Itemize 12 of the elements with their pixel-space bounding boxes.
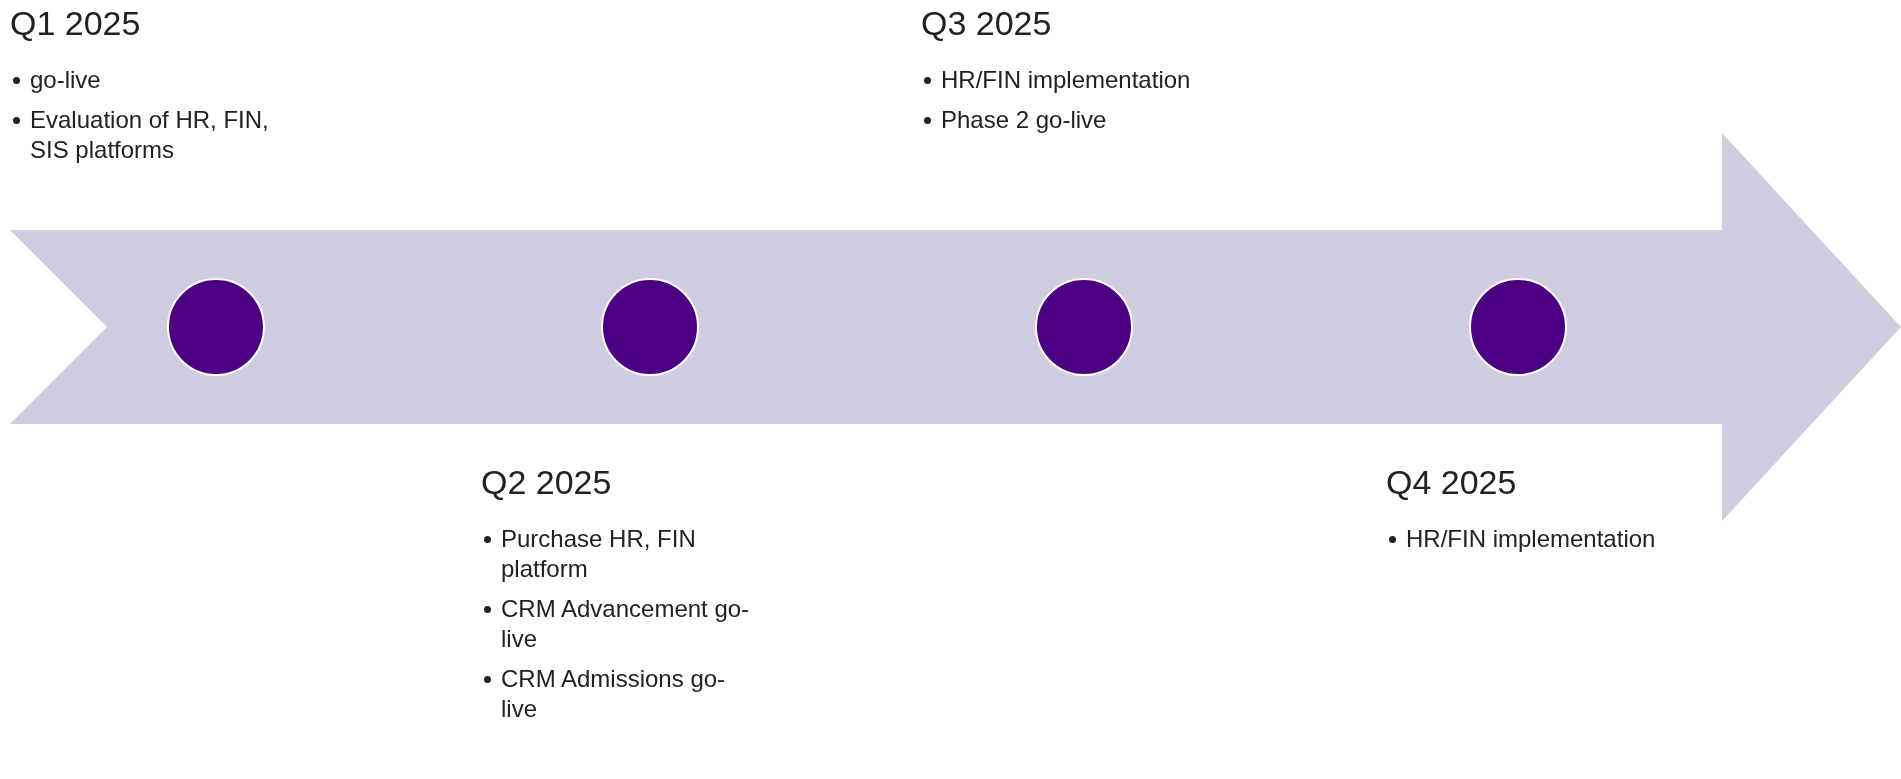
bullet-text: Evaluation of HR, FIN, SIS platforms: [30, 106, 269, 163]
quarter-heading: Q4 2025: [1386, 463, 1517, 502]
quarter-heading: Q2 2025: [481, 463, 612, 502]
bullet-text: CRM Advancement go-live: [501, 595, 750, 652]
bullet-text: CRM Admissions go-live: [501, 665, 726, 722]
bullet-text: HR/FIN implementation: [1406, 525, 1656, 552]
bullet-text: Phase 2 go-live: [941, 106, 1107, 133]
bullet-text: HR/FIN implementation: [941, 66, 1191, 93]
quarter-heading: Q3 2025: [921, 4, 1052, 43]
quarter-heading: Q1 2025: [10, 4, 141, 43]
bullet-text: Purchase HR, FIN platform: [501, 525, 696, 582]
bullet-text: go-live: [30, 66, 101, 93]
